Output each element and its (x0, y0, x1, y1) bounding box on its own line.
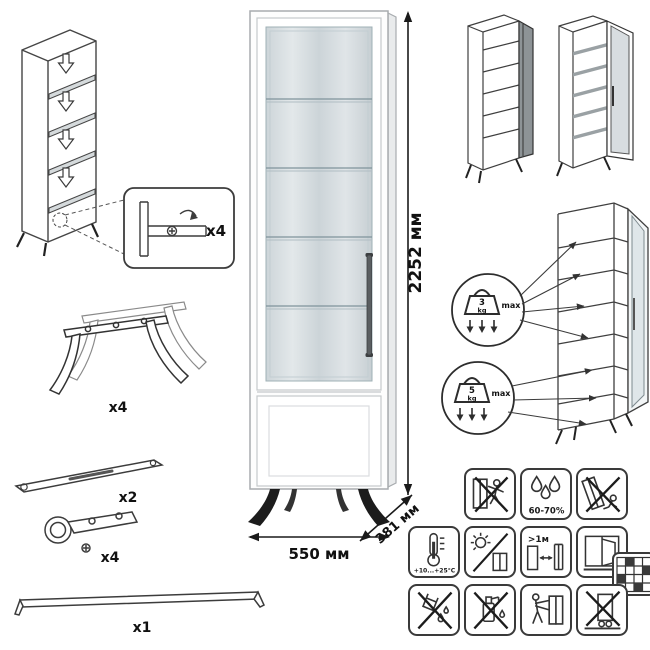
height-dimension: 2252 мм (403, 11, 426, 495)
load-cabinet-legs (555, 413, 633, 445)
heat-distance-label: >1м (527, 534, 548, 544)
no-chemicals-icon (464, 584, 516, 636)
door-handle (365, 253, 373, 357)
fastener-qty-label: x4 (206, 222, 226, 240)
svg-text:kg: kg (468, 395, 477, 403)
insert-arrow-icons (57, 53, 75, 188)
cabinet-side-panel (387, 12, 397, 488)
glass-inner-reflection (269, 30, 369, 378)
wireframe-shelves (573, 43, 607, 140)
handle-bar-drawing (14, 590, 265, 616)
fastener-callout-circle (52, 212, 68, 228)
rail-qty-label: x2 (119, 490, 138, 506)
heat-distance-icon: >1м (520, 526, 572, 578)
temperature-icon: +10...+25°C (408, 526, 460, 578)
glass-shelves (266, 98, 372, 310)
exploded-cabinet-frame (21, 29, 97, 243)
svg-text:3: 3 (479, 298, 485, 308)
handle-qty-label: x1 (133, 620, 152, 636)
bottom-door-inset (268, 405, 370, 477)
leg-back (67, 301, 207, 381)
shelf-leader-arrows (507, 241, 597, 427)
load-limit-diagram: 3 kg max 5 kg max (441, 202, 649, 445)
carry-cabinet-icon (520, 584, 572, 636)
weight-5kg-icon: 5 kg max (453, 377, 512, 421)
wireframe-view-right (556, 15, 634, 177)
no-drag-icon (576, 584, 628, 636)
callout-leader-lines (64, 199, 125, 255)
no-climb-icon (464, 468, 516, 520)
rail-part-diagram: x2 (14, 459, 165, 506)
weight-3kg-icon: 3 kg max (463, 289, 522, 333)
anti-tip-icon (576, 468, 628, 520)
svg-text:max: max (492, 389, 512, 398)
fastener-detail-callout (123, 187, 235, 269)
exploded-view-diagram: x4 (16, 29, 235, 269)
leg-front (48, 315, 190, 395)
humidity-label: 60-70% (528, 506, 564, 516)
wireframe-view-left (465, 14, 534, 184)
no-sunlight-icon (464, 526, 516, 578)
hinge-drawing (44, 511, 139, 553)
hinge-qty-label: x4 (101, 550, 120, 566)
exploded-shelves (48, 74, 96, 214)
width-dimension: 550 мм (248, 532, 390, 563)
leg-qty-label: x4 (109, 400, 128, 416)
leg-parts-diagram: x4 (48, 301, 207, 416)
load-cabinet-wireframe (557, 202, 629, 431)
cabinet-legs (248, 489, 390, 526)
open-door-edge (518, 19, 534, 159)
handle-part-diagram: x1 (14, 590, 265, 636)
glass-pane (265, 26, 373, 382)
rail-slot (68, 469, 114, 481)
temperature-label: +10...+25°C (413, 566, 455, 573)
svg-text:5: 5 (469, 386, 475, 396)
width-dimension-label: 550 мм (288, 545, 349, 563)
detail-arrowhead (190, 212, 198, 220)
bottom-door (256, 395, 382, 487)
humidity-icon: 60-70% (520, 468, 572, 520)
svg-text:max: max (502, 301, 522, 310)
no-liquids-icon (408, 584, 460, 636)
hinge-part-diagram: x4 (44, 511, 139, 566)
height-dimension-label: 2252 мм (406, 212, 426, 293)
main-cabinet-render: 2252 мм 381 мм 550 мм (248, 10, 426, 563)
svg-text:kg: kg (478, 307, 487, 315)
rail-hole-left (20, 483, 28, 491)
fastener-detail-drawing (139, 201, 207, 257)
exploded-cabinet-legs (16, 223, 99, 257)
rail-hole-right (149, 459, 157, 467)
